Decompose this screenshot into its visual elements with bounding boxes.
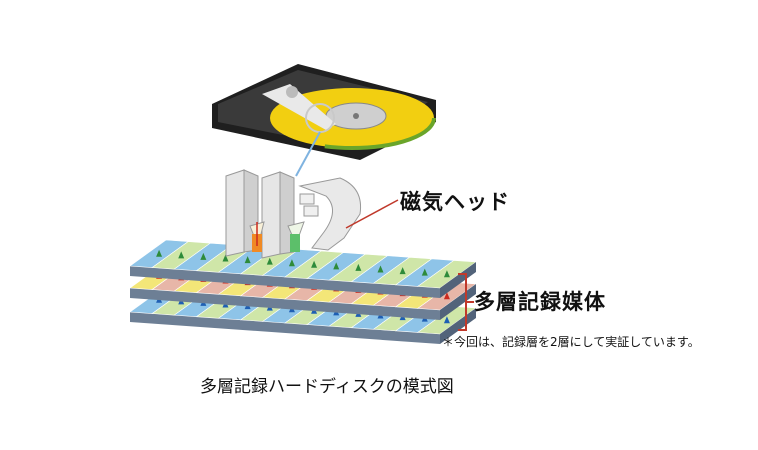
footnote: ＊今回は、記録層を2層にして実証しています。 [442, 335, 700, 349]
figure-caption: 多層記録ハードディスクの模式図 [200, 377, 454, 397]
head-callout-line [345, 199, 399, 229]
magnetic-head-label: 磁気ヘッド [400, 190, 510, 214]
multilayer-media-label: 多層記録媒体 [474, 290, 606, 314]
magnetic-head-icon [225, 169, 362, 259]
media-bracket [458, 273, 474, 331]
multilayer-media [129, 239, 477, 344]
hard-disk-icon [212, 64, 436, 177]
